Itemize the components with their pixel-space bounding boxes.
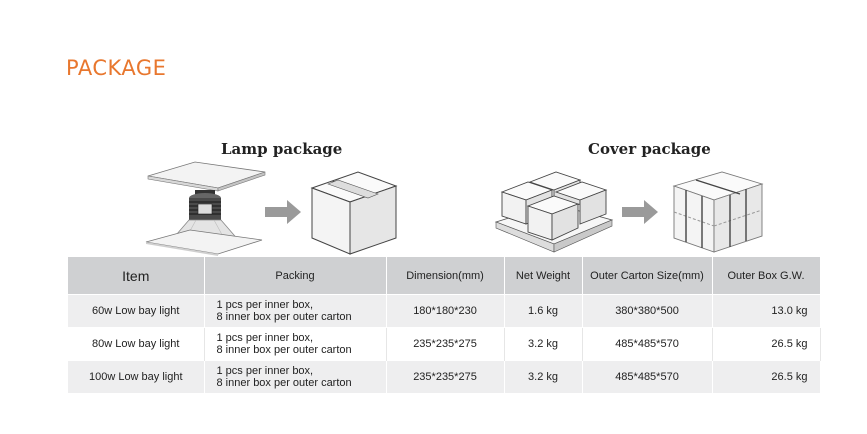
cell-item: 80w Low bay light — [68, 327, 205, 361]
cell-outer-box-gw: 26.5 kg — [712, 327, 821, 361]
cell-packing: 1 pcs per inner box,8 inner box per oute… — [204, 294, 387, 328]
cell-net-weight: 1.6 kg — [504, 294, 583, 328]
table-row: 100w Low bay light 1 pcs per inner box,8… — [68, 360, 821, 393]
column-header-net-weight: Net Weight — [504, 257, 583, 295]
cell-outer-carton-size: 380*380*500 — [582, 294, 713, 328]
cell-outer-carton-size: 485*485*570 — [582, 327, 713, 361]
cell-net-weight: 3.2 kg — [504, 327, 583, 361]
cell-dimension: 180*180*230 — [386, 294, 505, 328]
page-title: PACKAGE — [66, 56, 167, 80]
table-row: 80w Low bay light 1 pcs per inner box,8 … — [68, 327, 821, 361]
column-header-dimension: Dimension(mm) — [386, 257, 505, 295]
column-header-packing: Packing — [204, 257, 387, 295]
cell-outer-box-gw: 13.0 kg — [712, 294, 821, 328]
cell-net-weight: 3.2 kg — [504, 360, 583, 393]
table-row: 60w Low bay light 1 pcs per inner box,8 … — [68, 294, 821, 328]
cell-packing: 1 pcs per inner box,8 inner box per oute… — [204, 360, 387, 393]
cell-dimension: 235*235*275 — [386, 360, 505, 393]
cover-package-heading: Cover package — [588, 140, 711, 158]
arrow-right-icon — [622, 200, 658, 224]
lamp-package-heading: Lamp package — [221, 140, 343, 158]
cell-outer-box-gw: 26.5 kg — [712, 360, 821, 393]
column-header-outer-carton-size: Outer Carton Size(mm) — [582, 257, 713, 295]
cell-outer-carton-size: 485*485*570 — [582, 360, 713, 393]
package-spec-table: Item Packing Dimension(mm) Net Weight Ou… — [68, 257, 821, 393]
table-header-row: Item Packing Dimension(mm) Net Weight Ou… — [68, 257, 821, 295]
cell-packing: 1 pcs per inner box,8 inner box per oute… — [204, 327, 387, 361]
cell-item: 60w Low bay light — [68, 294, 205, 328]
cell-item: 100w Low bay light — [68, 360, 205, 393]
arrow-right-icon — [265, 200, 301, 224]
cell-dimension: 235*235*275 — [386, 327, 505, 361]
stacked-boxes-icon — [494, 171, 614, 253]
box-icon — [310, 171, 398, 255]
taped-carton-icon — [672, 171, 764, 253]
lamp-illustration — [145, 161, 266, 256]
column-header-outer-box-gw: Outer Box G.W. — [712, 257, 821, 295]
column-header-item: Item — [68, 257, 205, 295]
